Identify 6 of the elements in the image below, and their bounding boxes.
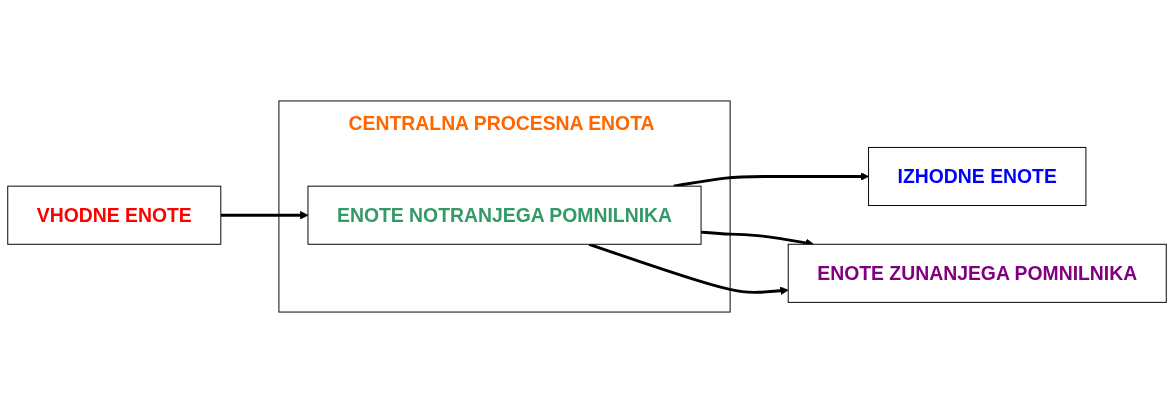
arrow [673, 172, 869, 188]
node-box: IZHODNE ENOTE [868, 146, 1087, 206]
node-box: VHODNE ENOTE [7, 185, 222, 245]
node-box: ENOTE ZUNANJEGA POMNILNIKA [787, 243, 1167, 303]
arrow [220, 210, 309, 220]
node-box: ENOTE NOTRANJEGA POMNILNIKA [307, 185, 702, 245]
